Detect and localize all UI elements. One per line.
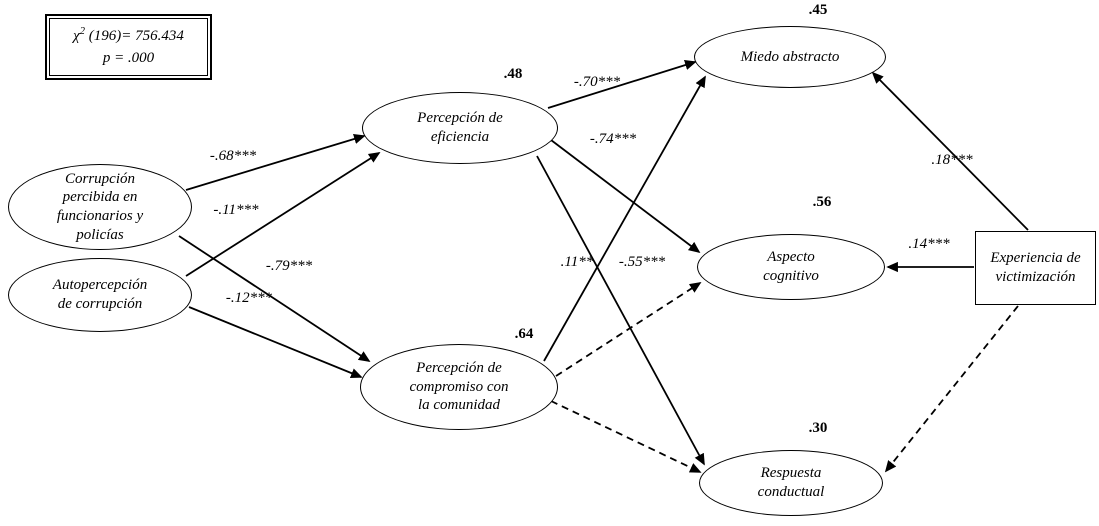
coef-corrupcion-compromiso: -.79*** bbox=[265, 258, 313, 274]
node-label: Autopercepción de corrupción bbox=[52, 277, 148, 312]
edge-autopercepcion-eficiencia bbox=[185, 152, 381, 277]
coef-victimizacion-miedo: .18*** bbox=[931, 152, 973, 168]
node-autopercepcion: Autopercepción de corrupción bbox=[8, 258, 192, 332]
node-percepcion-eficiencia: Percepción de eficiencia bbox=[362, 92, 558, 164]
edge-corrupcion-compromiso bbox=[178, 235, 371, 362]
node-percepcion-compromiso: Percepción de compromiso con la comunida… bbox=[360, 344, 558, 430]
node-miedo-abstracto: Miedo abstracto bbox=[694, 26, 886, 88]
edge-victimizacion-conductual bbox=[884, 305, 1019, 473]
node-label: Percepción de eficiencia bbox=[417, 110, 503, 145]
edge-victimizacion-miedo bbox=[871, 71, 1029, 231]
coef-eficiencia-miedo: -.70*** bbox=[573, 74, 621, 90]
node-aspecto-cognitivo: Aspecto cognitivo bbox=[697, 234, 885, 300]
coef-victimizacion-cognitivo: .14*** bbox=[908, 236, 950, 252]
coef-eficiencia-cognitivo: -.74*** bbox=[589, 131, 637, 147]
coef-compromiso-miedo: .11** bbox=[560, 254, 594, 270]
r2-respuesta-conductual: .30 bbox=[808, 420, 828, 436]
node-label: Corrupción percibida en funcionarios y p… bbox=[56, 170, 144, 243]
edge-corrupcion-eficiencia bbox=[185, 133, 366, 191]
node-label: Experiencia de victimización bbox=[990, 250, 1081, 285]
r2-compromiso: .64 bbox=[514, 326, 534, 342]
model-fit-box: χ2 (196)= 756.434 p = .000 bbox=[45, 14, 212, 80]
node-label: Miedo abstracto bbox=[740, 48, 840, 65]
node-respuesta-conductual: Respuesta conductual bbox=[699, 450, 883, 516]
node-label: Aspecto cognitivo bbox=[763, 249, 819, 284]
edge-autopercepcion-compromiso bbox=[188, 306, 363, 379]
edge-compromiso-conductual bbox=[550, 400, 702, 473]
edge-eficiencia-miedo bbox=[547, 60, 697, 109]
edge-eficiencia-cognitivo bbox=[550, 139, 701, 254]
model-fit-text: χ2 (196)= 756.434 p = .000 bbox=[49, 18, 208, 76]
coef-corrupcion-eficiencia: -.68*** bbox=[209, 148, 257, 164]
p-value: p = .000 bbox=[102, 50, 155, 66]
edge-eficiencia-conductual bbox=[536, 155, 705, 466]
coef-autopercepcion-eficiencia: -.11*** bbox=[213, 202, 259, 218]
edge-compromiso-cognitivo bbox=[555, 282, 702, 377]
coef-autopercepcion-compromiso: -.12*** bbox=[225, 290, 273, 306]
coef-eficiencia-conductual: -.55*** bbox=[618, 254, 666, 270]
chi-square-statistic: χ2 (196)= 756.434 bbox=[73, 26, 184, 45]
r2-aspecto-cognitivo: .56 bbox=[812, 194, 832, 210]
node-corrupcion-percibida: Corrupción percibida en funcionarios y p… bbox=[8, 164, 192, 250]
r2-miedo-abstracto: .45 bbox=[808, 2, 828, 18]
node-label: Respuesta conductual bbox=[757, 465, 825, 500]
node-label: Percepción de compromiso con la comunida… bbox=[409, 359, 509, 414]
edge-compromiso-miedo bbox=[543, 75, 706, 362]
r2-eficiencia: .48 bbox=[503, 66, 523, 82]
node-experiencia-victimizacion: Experiencia de victimización bbox=[975, 231, 1096, 305]
